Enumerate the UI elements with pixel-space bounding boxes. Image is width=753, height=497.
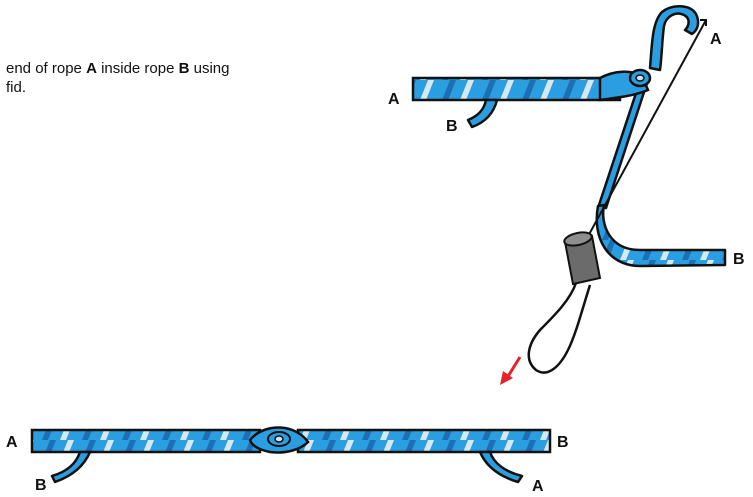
rope-bottom-left [32, 430, 260, 452]
label-top-b-left: B [446, 118, 458, 135]
fid-wire [586, 20, 706, 240]
rope-a-hook [650, 6, 698, 70]
rope-bottom-right [298, 430, 550, 452]
strand-b-top [468, 100, 497, 127]
rope-a-top [413, 78, 620, 100]
strand-a-bottom [480, 452, 522, 482]
fid-collar [563, 230, 600, 284]
label-bottom-a-right: A [532, 478, 544, 495]
label-top-b-right: B [733, 251, 745, 268]
label-bottom-b-left: B [35, 477, 47, 494]
label-bottom-b-right: B [557, 434, 569, 451]
pull-arrow [500, 357, 520, 385]
fid-loop [529, 283, 590, 373]
rope-b-lower [597, 205, 725, 266]
label-top-a-right: A [710, 31, 722, 48]
label-bottom-a-left: A [6, 434, 18, 451]
strand-b-bottom [52, 452, 90, 482]
label-top-a-left: A [388, 91, 400, 108]
